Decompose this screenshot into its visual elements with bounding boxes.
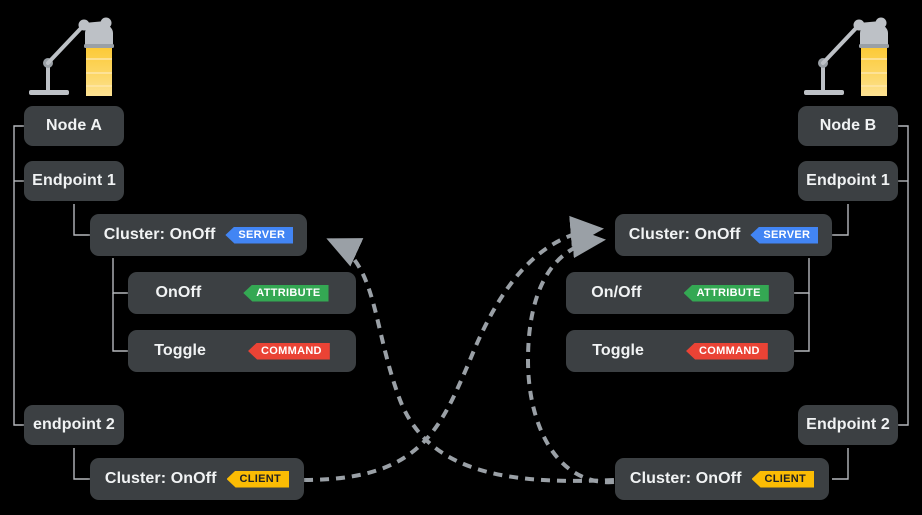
right-node-b[interactable]: Node B: [798, 106, 898, 146]
server-badge: SERVER: [750, 226, 819, 244]
right-command-toggle[interactable]: Toggle COMMAND: [566, 330, 794, 372]
server-badge: SERVER: [225, 226, 294, 244]
right-endpoint-2[interactable]: Endpoint 2: [798, 405, 898, 445]
left-attribute-label: OnOff: [155, 284, 202, 301]
right-attribute-onoff[interactable]: On/Off ATTRIBUTE: [566, 272, 794, 314]
right-client-cluster-label: Cluster: OnOff: [629, 470, 742, 487]
right-desk-lamp-icon: [804, 17, 889, 96]
right-endpoint-2-label: Endpoint 2: [806, 416, 890, 433]
left-client-cluster[interactable]: Cluster: OnOff CLIENT: [90, 458, 304, 500]
left-server-cluster[interactable]: Cluster: OnOff SERVER: [90, 214, 307, 256]
client-badge: CLIENT: [751, 470, 815, 488]
right-attribute-label: On/Off: [591, 284, 642, 301]
left-node-a[interactable]: Node A: [24, 106, 124, 146]
left-server-cluster-label: Cluster: OnOff: [103, 226, 216, 243]
left-node-a-label: Node A: [45, 117, 102, 134]
right-endpoint-1[interactable]: Endpoint 1: [798, 161, 898, 201]
right-command-label: Toggle: [592, 342, 645, 359]
left-command-toggle[interactable]: Toggle COMMAND: [128, 330, 356, 372]
attribute-badge: ATTRIBUTE: [243, 284, 329, 302]
left-attribute-onoff[interactable]: OnOff ATTRIBUTE: [128, 272, 356, 314]
left-endpoint-2[interactable]: endpoint 2: [24, 405, 124, 445]
right-server-cluster[interactable]: Cluster: OnOff SERVER: [615, 214, 832, 256]
command-badge: COMMAND: [248, 342, 330, 360]
right-node-b-label: Node B: [819, 117, 877, 134]
command-badge: COMMAND: [686, 342, 768, 360]
left-desk-lamp-icon: [29, 17, 114, 96]
right-server-cluster-label: Cluster: OnOff: [628, 226, 741, 243]
right-client-cluster[interactable]: Cluster: OnOff CLIENT: [615, 458, 829, 500]
attribute-badge: ATTRIBUTE: [683, 284, 769, 302]
client-badge: CLIENT: [226, 470, 290, 488]
left-endpoint-1[interactable]: Endpoint 1: [24, 161, 124, 201]
right-endpoint-1-label: Endpoint 1: [806, 172, 890, 189]
left-client-cluster-label: Cluster: OnOff: [104, 470, 217, 487]
left-endpoint-1-label: Endpoint 1: [32, 172, 116, 189]
left-endpoint-2-label: endpoint 2: [33, 416, 115, 433]
left-command-label: Toggle: [154, 342, 207, 359]
